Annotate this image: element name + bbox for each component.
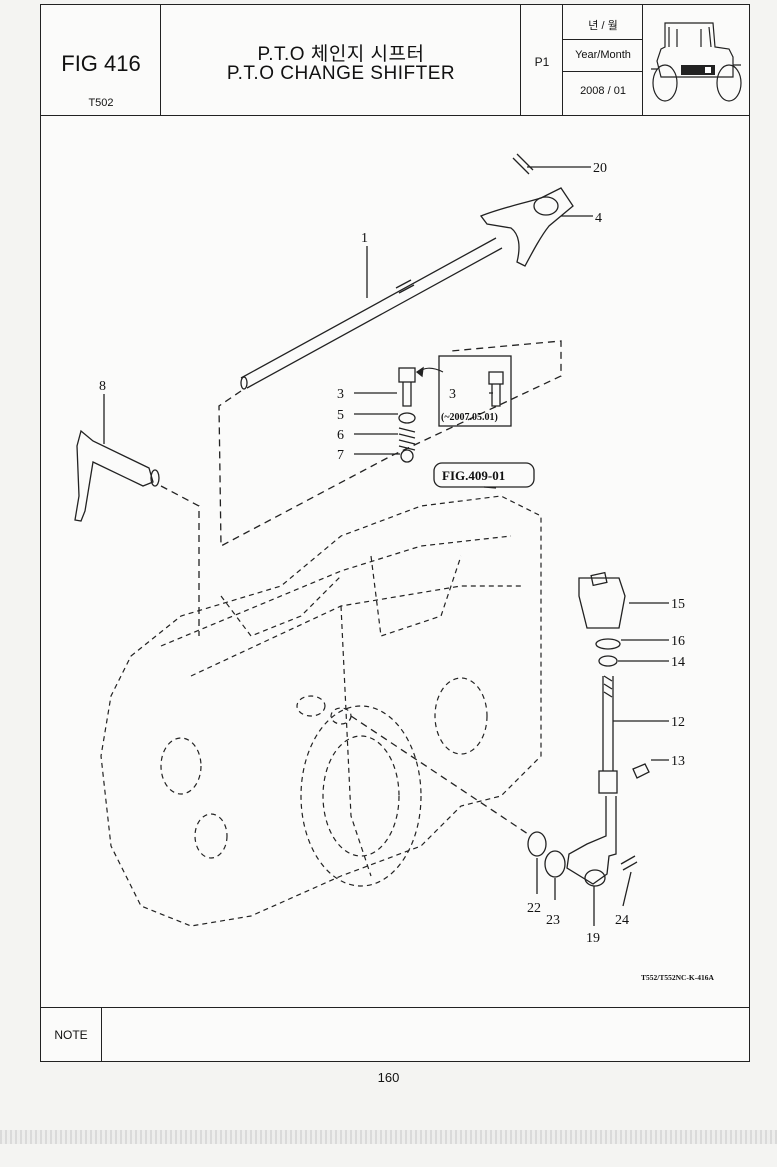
tractor-icon	[651, 22, 742, 102]
page-number: 160	[377, 1070, 400, 1085]
callout-3: 3	[337, 387, 344, 402]
rod-groove	[395, 279, 415, 294]
callout-6: 6	[337, 428, 344, 443]
bolt-shank	[402, 382, 412, 407]
fig-number: FIG 416	[61, 51, 141, 76]
date-value: 2008 / 01	[580, 85, 626, 97]
callout-14: 14	[671, 655, 685, 670]
note-label: NOTE	[41, 1008, 102, 1062]
date-label-korean: 년 / 월	[588, 20, 618, 32]
callout-5: 5	[337, 408, 344, 423]
note-row: NOTE	[41, 1007, 749, 1062]
title-english: P.T.O CHANGE SHIFTER	[226, 63, 456, 84]
drawing-code: T552/T552NC-K-416A	[641, 973, 715, 982]
bolt-13	[632, 763, 650, 779]
seal-22	[527, 831, 547, 857]
callout-1: 1	[361, 231, 368, 246]
washer-16	[595, 638, 621, 650]
shift-rod	[240, 237, 503, 389]
date-divider	[563, 71, 643, 72]
page-cell: P1	[521, 5, 563, 115]
bolt-head	[398, 367, 416, 383]
callout-22: 22	[527, 901, 541, 916]
ref-fig-label: FIG.409-01	[442, 468, 505, 483]
date-label-english: Year/Month	[575, 49, 631, 61]
parts-sheet-frame: FIG 416 T502 P.T.O 체인지 시프터 P.T.O CHANGE …	[40, 4, 750, 1062]
variant-box	[438, 355, 512, 427]
callout-23: 23	[546, 913, 560, 928]
nut-14	[598, 655, 618, 667]
callout-labels: 20 4 1 8 3 3 5 6 7 15 16 14 12 13 22 23 …	[99, 161, 715, 982]
tractor-icon-cell	[643, 5, 749, 115]
spring	[398, 427, 416, 451]
date-cell: 년 / 월 Year/Month 2008 / 01	[563, 5, 643, 115]
callout-19: 19	[586, 931, 600, 946]
sheet-header: FIG 416 T502 P.T.O 체인지 시프터 P.T.O CHANGE …	[41, 5, 749, 116]
date-divider	[563, 39, 643, 40]
ball	[400, 449, 414, 463]
callout-12: 12	[671, 715, 685, 730]
spring-pin	[512, 153, 534, 175]
variant-date-note: (~2007.05.01)	[441, 412, 498, 423]
exploded-parts-diagram: 20 4 1 8 3 3 5 6 7 15 16 14 12 13 22 23 …	[74, 153, 715, 982]
washer	[398, 412, 416, 424]
rod-end	[240, 376, 248, 390]
transmission-housing	[100, 495, 542, 927]
title-cell: P.T.O 체인지 시프터 P.T.O CHANGE SHIFTER	[161, 5, 521, 115]
callout-7: 7	[337, 448, 344, 463]
page-code: P1	[534, 55, 550, 69]
shifter-lever	[74, 429, 154, 522]
callout-8: 8	[99, 379, 106, 394]
fig-cell: FIG 416 T502	[41, 5, 161, 115]
callout-24: 24	[615, 913, 629, 928]
model-code: T502	[88, 97, 114, 109]
shift-knob	[578, 577, 626, 629]
pin-24	[620, 855, 638, 871]
callout-3-variant: 3	[449, 387, 456, 402]
callout-4: 4	[595, 211, 602, 226]
shift-fork	[479, 187, 574, 267]
callout-13: 13	[671, 754, 685, 769]
callout-20: 20	[593, 161, 607, 176]
title-korean: P.T.O 체인지 시프터	[257, 44, 425, 65]
lever-arm	[566, 796, 617, 885]
scan-artifact-strip	[0, 1130, 777, 1144]
callout-15: 15	[671, 597, 685, 612]
shift-lever-rod	[602, 676, 614, 771]
callout-16: 16	[671, 634, 685, 649]
washer-23	[544, 850, 566, 878]
fork-hub	[533, 196, 559, 216]
